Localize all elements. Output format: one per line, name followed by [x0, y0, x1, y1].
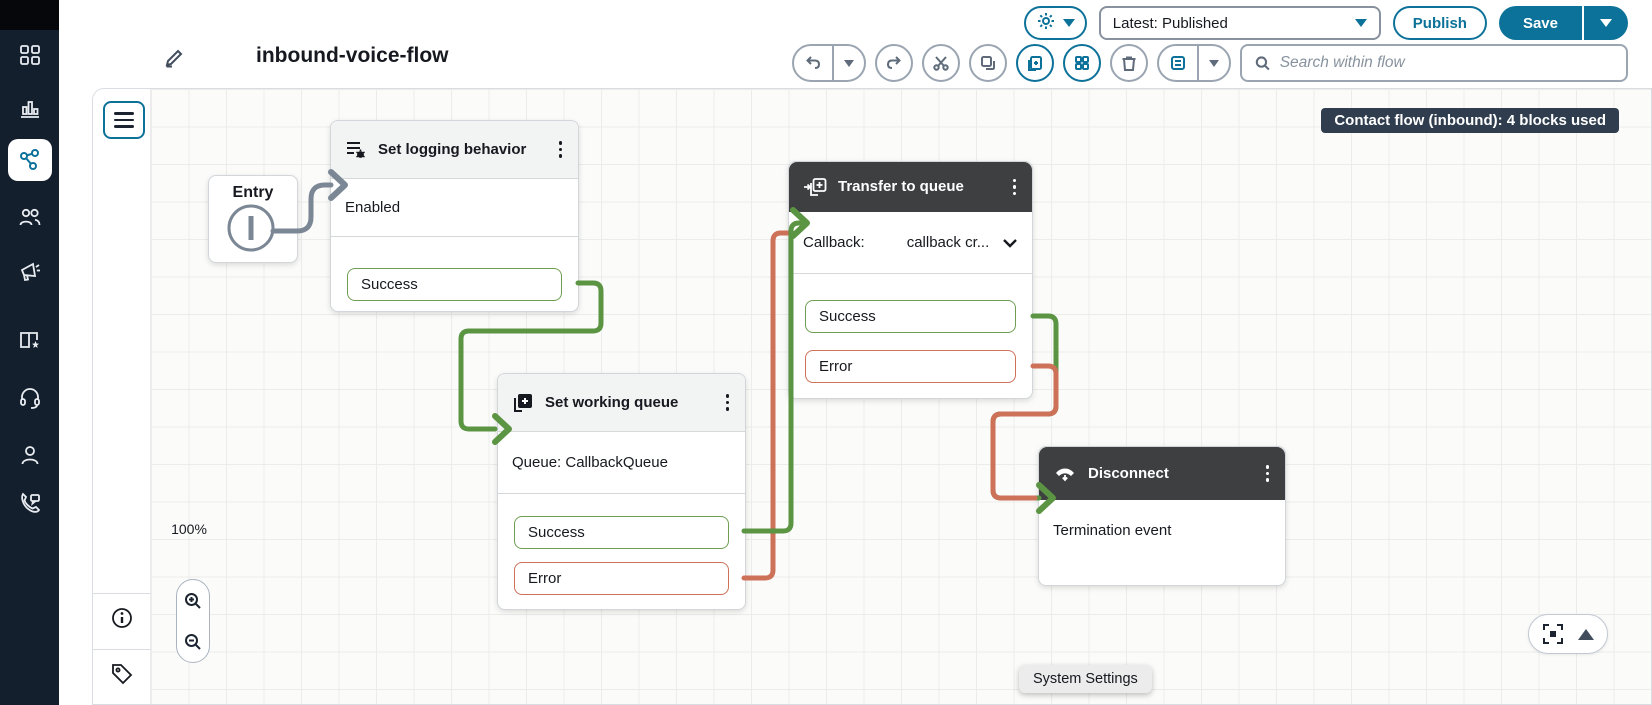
- set-working-queue-icon: [512, 392, 534, 414]
- gear-icon: [1036, 11, 1056, 36]
- info-button[interactable]: [109, 605, 135, 631]
- block-parameter: Queue: CallbackQueue: [498, 432, 745, 494]
- zoom-out-icon[interactable]: [183, 632, 203, 652]
- disconnect-block[interactable]: Disconnect Termination event: [1038, 446, 1286, 586]
- annotations-button[interactable]: [1159, 46, 1197, 80]
- transfer-to-queue-icon: [803, 176, 827, 198]
- bar-chart-icon[interactable]: [17, 95, 43, 121]
- redo-button[interactable]: [875, 44, 913, 82]
- undo-split-button: [792, 44, 866, 82]
- set-logging-behavior-icon: [345, 139, 367, 161]
- undo-button[interactable]: [794, 46, 832, 80]
- apps-grid-icon[interactable]: [17, 42, 43, 68]
- trash-icon: [1122, 56, 1136, 71]
- entry-block[interactable]: Entry: [208, 175, 298, 263]
- save-caret-icon: [1600, 19, 1612, 27]
- annotations-caret-button[interactable]: [1199, 46, 1229, 80]
- flow-search: [1240, 44, 1628, 82]
- version-select[interactable]: Latest: Published: [1098, 6, 1381, 40]
- zoom-controls: [176, 579, 210, 663]
- transfer-to-queue-block[interactable]: Transfer to queue Callback: callback cr.…: [788, 161, 1033, 399]
- cut-button[interactable]: [922, 44, 960, 82]
- publish-button[interactable]: Publish: [1392, 6, 1487, 40]
- blocks-menu-button[interactable]: [103, 101, 145, 139]
- blocks-grid-button[interactable]: [1063, 44, 1101, 82]
- book-star-icon[interactable]: [17, 327, 43, 353]
- set-working-queue-block[interactable]: Set working queue Queue: CallbackQueue S…: [497, 373, 746, 610]
- users-icon[interactable]: [17, 204, 43, 230]
- undo-caret-button[interactable]: [834, 46, 864, 80]
- blocks-used-badge: Contact flow (inbound): 4 blocks used: [1321, 108, 1619, 133]
- flow-settings-button[interactable]: [1023, 6, 1087, 40]
- save-button[interactable]: Save: [1498, 6, 1582, 40]
- paste-button[interactable]: [1016, 44, 1054, 82]
- collapse-up-icon[interactable]: [1577, 628, 1594, 640]
- port-error[interactable]: Error: [805, 350, 1016, 383]
- annotations-split-button: [1157, 44, 1231, 82]
- blocks-grid-icon: [1075, 56, 1089, 70]
- canvas-left-rail: [93, 89, 151, 704]
- cut-icon: [933, 56, 949, 71]
- port-success[interactable]: Success: [514, 516, 729, 549]
- callback-value: callback cr...: [906, 234, 990, 251]
- port-success[interactable]: Success: [347, 268, 562, 301]
- port-success[interactable]: Success: [805, 300, 1016, 333]
- block-title: Set logging behavior: [378, 140, 527, 158]
- flows-icon-active[interactable]: [7, 139, 52, 181]
- port-error[interactable]: Error: [514, 562, 729, 595]
- version-caret-icon: [1354, 19, 1367, 27]
- callback-label: Callback:: [803, 234, 865, 251]
- set-logging-behavior-block[interactable]: Set logging behavior Enabled Success: [330, 120, 579, 312]
- app-sidebar: [0, 0, 59, 705]
- chevron-down-icon[interactable]: [1002, 238, 1018, 248]
- edit-title-icon[interactable]: [164, 48, 184, 68]
- block-menu-kebab-icon[interactable]: [1009, 175, 1021, 200]
- block-menu-kebab-icon[interactable]: [555, 137, 567, 162]
- person-icon[interactable]: [17, 442, 43, 468]
- phone-chat-icon[interactable]: [17, 490, 43, 516]
- annotations-caret-icon: [1209, 59, 1219, 67]
- system-settings-tooltip: System Settings: [1019, 665, 1152, 693]
- tag-button[interactable]: [109, 661, 135, 687]
- disconnect-icon: [1053, 464, 1077, 484]
- save-split-button: Save: [1498, 6, 1628, 40]
- block-title: Disconnect: [1088, 464, 1169, 482]
- entry-title: Entry: [232, 184, 274, 201]
- header: inbound-voice-flow Latest: Published Pub…: [59, 0, 1652, 88]
- canvas-view-controls: [1528, 614, 1608, 654]
- copy-icon: [981, 56, 995, 70]
- gear-caret-icon: [1062, 19, 1075, 27]
- block-menu-kebab-icon[interactable]: [1262, 461, 1274, 486]
- notes-icon: [1171, 56, 1185, 70]
- sidebar-top-strip: [0, 0, 59, 30]
- copy-button[interactable]: [969, 44, 1007, 82]
- redo-icon: [886, 56, 901, 69]
- undo-icon: [806, 56, 821, 69]
- search-input[interactable]: [1279, 54, 1614, 72]
- top-actions: Latest: Published Publish Save: [1023, 6, 1628, 40]
- version-select-value: Latest: Published: [1112, 14, 1228, 32]
- page-title: inbound-voice-flow: [256, 44, 449, 67]
- fit-to-screen-icon[interactable]: [1542, 623, 1564, 645]
- flow-canvas[interactable]: 100% Contact flow (inbound): 4 blocks us…: [92, 88, 1652, 705]
- save-caret-button[interactable]: [1584, 6, 1628, 40]
- trash-button[interactable]: [1110, 44, 1148, 82]
- zoom-level: 100%: [171, 521, 207, 537]
- headset-icon[interactable]: [17, 385, 43, 411]
- search-icon: [1255, 56, 1270, 71]
- megaphone-icon[interactable]: [17, 259, 43, 285]
- block-title: Set working queue: [545, 393, 679, 411]
- block-title: Transfer to queue: [838, 178, 964, 196]
- entry-point-icon: [227, 204, 275, 252]
- block-parameter: Termination event: [1053, 521, 1172, 539]
- block-menu-kebab-icon[interactable]: [722, 390, 734, 415]
- paste-icon: [1028, 56, 1042, 71]
- undo-caret-icon: [844, 59, 854, 67]
- flow-toolbar: [792, 44, 1628, 82]
- zoom-in-icon[interactable]: [183, 591, 203, 611]
- block-parameter: Enabled: [331, 179, 578, 237]
